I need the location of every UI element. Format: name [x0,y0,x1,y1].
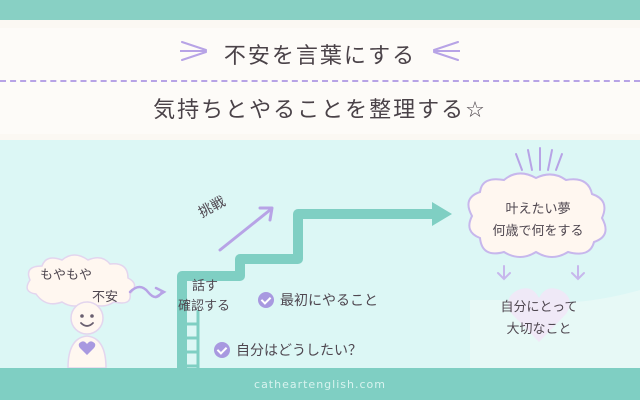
sparkle-lines-icon [515,147,563,171]
heart-icon [508,288,570,342]
arrow-icon [497,265,585,281]
want-label: 自分はどうしたい？ [236,343,362,359]
dream-line2: 何歳で何をする [492,224,584,239]
title-divider [0,80,640,82]
person-figure [67,301,107,368]
arrow-icon [218,206,274,252]
sparkle-lines-icon [180,41,207,61]
check-icon [214,342,230,358]
top-band [0,0,640,20]
want-item: 自分はどうしたい？ [214,340,362,360]
page-title-line1: 不安を言葉にする [223,44,417,69]
dream-line1: 叶えたい夢 [505,202,571,217]
sparkle-lines-icon [433,41,460,61]
important-line2: 大切なこと [506,322,572,337]
arrow-icon [128,285,167,299]
worry-text-line2: 不安 [92,290,119,305]
first-task-label: 最初にやること [280,293,378,309]
cloud-icon [467,172,607,258]
site-credit: catheartenglish.com [254,378,386,391]
check-icon [258,292,274,308]
worry-text-line1: もやもや [40,268,93,283]
talk-label: 話す [191,279,218,294]
first-task-item: 最初にやること [258,290,378,310]
confirm-label: 確認する [178,299,231,314]
bottom-band [0,368,640,400]
page-title-line2: 気持ちとやることを整理する☆ [153,98,487,123]
scene-drawing [0,202,640,368]
important-line1: 自分にとって [500,300,578,315]
heart-icon [78,341,96,355]
